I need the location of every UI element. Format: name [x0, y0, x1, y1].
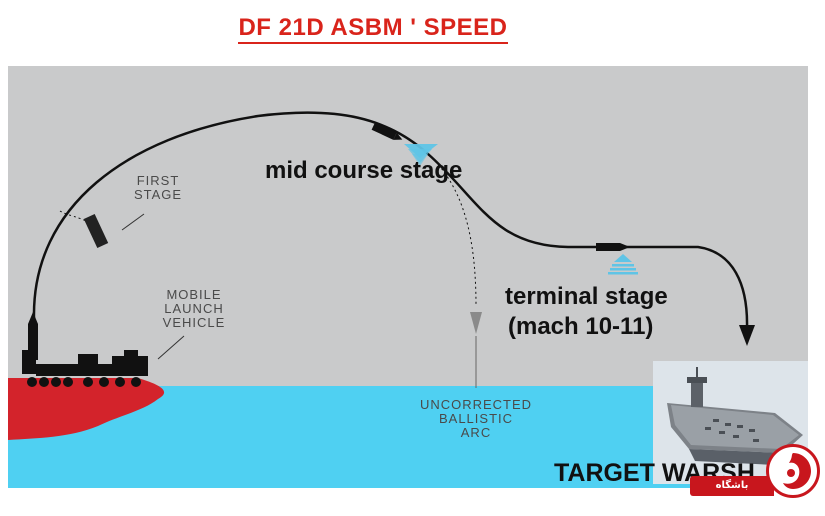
terminal-stage-label: terminal stage [505, 283, 668, 310]
missile-trajectory [32, 111, 749, 329]
logo-swirl-icon [783, 453, 811, 489]
ballistic-dotted-path [427, 153, 477, 307]
mobile-launch-vehicle-label: MOBILE LAUNCH VEHICLE [154, 288, 234, 330]
launch-label-line1: MOBILE [166, 287, 222, 302]
first-stage-label-line1: FIRST [136, 173, 180, 188]
footer-strip [0, 488, 825, 498]
launch-vehicle-leader-line [157, 335, 185, 360]
first-stage-booster [83, 213, 109, 249]
launch-vehicle [22, 312, 148, 376]
watermark-text: باشگاه خبرنگاران [707, 480, 757, 511]
arc-label-line3: ARC [460, 425, 492, 440]
launch-label-line3: VEHICLE [162, 315, 226, 330]
first-stage-label-line2: STAGE [133, 187, 183, 202]
arc-label-line2: BALLISTIC [438, 411, 514, 426]
mid-course-stage-label: mid course stage [265, 157, 463, 184]
terminal-missile [596, 243, 630, 251]
first-stage-label: FIRST STAGE [126, 174, 190, 202]
terminal-speed-label: (mach 10-11) [508, 313, 654, 340]
arc-label-line1: UNCORRECTED [419, 397, 533, 412]
uncorrected-ballistic-arc-label: UNCORRECTED BALLISTIC ARC [394, 398, 558, 440]
watermark-logo-icon [766, 444, 820, 498]
launch-label-line2: LAUNCH [164, 301, 224, 316]
ballistic-arrowhead [470, 312, 482, 334]
land-area [8, 378, 165, 440]
mid-course-radar [404, 144, 438, 166]
diagram-title: DF 21D ASBM ' SPEED [0, 14, 746, 44]
terminal-radar [608, 254, 638, 275]
watermark-badge: باشگاه خبرنگاران [690, 476, 774, 511]
trajectory-arrowhead [739, 325, 755, 346]
trajectory-scene [8, 111, 755, 440]
title-text: DF 21D ASBM ' SPEED [238, 14, 508, 44]
vehicle-wheels [27, 377, 141, 387]
first-stage-leader-line [121, 213, 145, 231]
mid-course-missile [371, 122, 403, 140]
